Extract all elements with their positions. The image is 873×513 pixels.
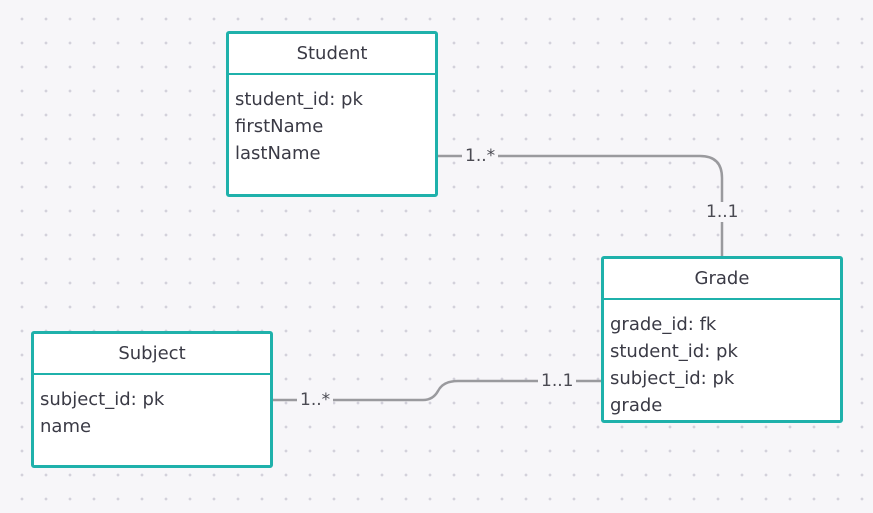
attribute: student_id: pk: [235, 89, 363, 110]
attribute: subject_id: pk: [610, 368, 735, 389]
student-grade-to-multiplicity: 1..1: [703, 202, 742, 222]
attribute: grade_id: fk: [610, 314, 717, 335]
student-grade-from-multiplicity: 1..*: [462, 146, 499, 166]
attribute: name: [40, 416, 92, 437]
entity-subject[interactable]: Subject subject_id: pk name: [31, 331, 273, 468]
entity-student[interactable]: Student student_id: pk firstName lastNam…: [226, 31, 438, 197]
entity-student-title: Student: [229, 34, 435, 75]
attribute: subject_id: pk: [40, 389, 165, 410]
attribute: student_id: pk: [610, 341, 738, 362]
entity-grade-attributes: grade_id: fk student_id: pk subject_id: …: [604, 300, 840, 419]
entity-grade-title: Grade: [604, 259, 840, 300]
entity-subject-title: Subject: [34, 334, 270, 375]
student-grade-connector[interactable]: [437, 154, 724, 258]
attribute: lastName: [235, 143, 321, 164]
subject-grade-connector[interactable]: [272, 379, 601, 402]
attribute: firstName: [235, 116, 324, 137]
entity-subject-attributes: subject_id: pk name: [34, 375, 270, 440]
subject-grade-to-multiplicity: 1..1: [538, 371, 577, 391]
attribute: grade: [610, 395, 663, 416]
entity-grade[interactable]: Grade grade_id: fk student_id: pk subjec…: [601, 256, 843, 423]
entity-student-attributes: student_id: pk firstName lastName: [229, 75, 435, 167]
subject-grade-from-multiplicity: 1..*: [297, 390, 334, 410]
